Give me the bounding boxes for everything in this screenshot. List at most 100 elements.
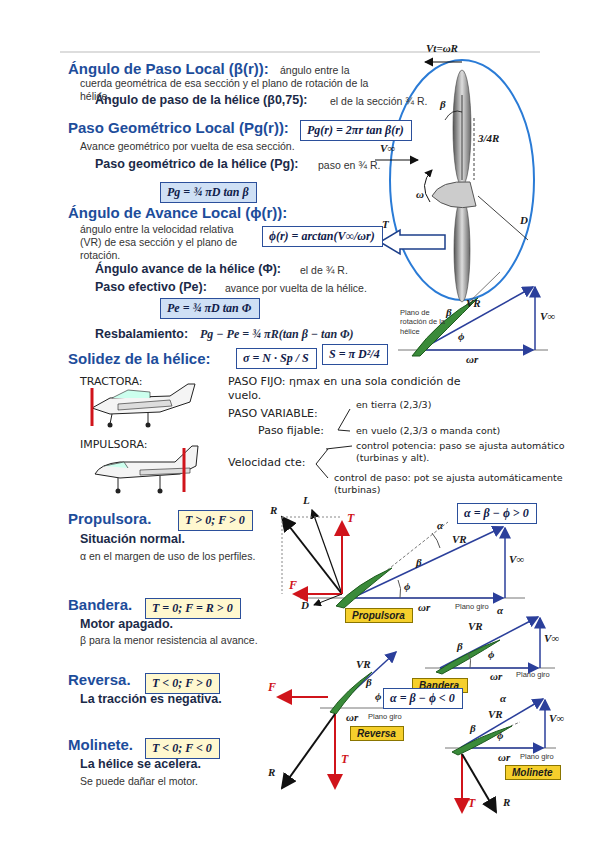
section-heading: Paso Geométrico Local (Pg(r)): (68, 119, 289, 138)
formula-box: Pg(r) = 2πr tan β(r) (300, 120, 412, 141)
formula-text: α = β − ϕ > 0 (464, 506, 529, 520)
figure-label: ωr (490, 670, 502, 684)
body-text: Situación normal. (80, 532, 185, 548)
formula-box: S = π D²/4 (322, 344, 388, 365)
body-text: β para la menor resistencia al avance. (80, 634, 258, 647)
figure-label: R (503, 796, 510, 810)
section-heading: Molinete. (68, 736, 133, 755)
body-text: avance por vuelta de la hélice. (225, 282, 367, 295)
handwritten-note: TRACTORA: (80, 375, 143, 389)
figure-label: ωr (498, 751, 510, 765)
bracket (316, 409, 352, 478)
section-heading: Bandera. (68, 596, 132, 615)
figure-label: β (457, 640, 463, 654)
figure-label: T (347, 511, 354, 526)
formula-box: T = 0; F = R > 0 (145, 598, 241, 619)
formula-box: α = β − ϕ > 0 (457, 503, 537, 524)
figure-label: β (416, 556, 422, 570)
section-heading: Propulsora. (68, 510, 151, 529)
figure-label: Plano giro (520, 752, 554, 761)
figure-label: F (289, 578, 297, 593)
handwritten-note: control de paso: pot se ajusta automátic… (334, 472, 569, 496)
figure-label: β (470, 722, 476, 736)
handwritten-note: Velocidad cte: (228, 456, 305, 470)
figure-label: D (301, 599, 309, 613)
body-text: Resbalamiento: (95, 327, 188, 343)
formula-box: T > 0; F > 0 (178, 510, 253, 531)
mode-tag: Reversa (350, 726, 404, 741)
handwritten-note: en vuelo (2,3/3 o manda cont) (356, 425, 500, 437)
figure-label: V∞ (540, 310, 555, 324)
body-text: Pg − Pe = ¾ πR(tan β − tan Φ) (200, 327, 354, 342)
figure-label: L (303, 494, 310, 508)
body-text: Paso geométrico de la hélice (Pg): (95, 157, 299, 173)
formula-text: σ = N · Sp / S (243, 351, 309, 365)
formula-text: α = β − ϕ < 0 (390, 691, 455, 705)
reversa-figure (278, 652, 405, 788)
figure-label: α (437, 519, 443, 533)
formula-text: Propulsora (352, 610, 405, 621)
figure-label: F (268, 680, 276, 695)
formula-box: Pe = ¾ πD tan Φ (160, 298, 260, 319)
body-text: el de la sección ¾ R. (330, 95, 427, 108)
figure-label: T (468, 796, 475, 811)
figure-label: α (500, 692, 506, 706)
figure-label: Plano giro (516, 670, 550, 679)
formula-box: σ = N · Sp / S (236, 348, 317, 369)
velocity-triangle (398, 272, 548, 356)
body-text: Ángulo de paso de la hélice (β0,75): (95, 93, 308, 109)
body-text: Ángulo avance de la hélice (Φ): (95, 262, 281, 278)
figure-label: ϕ (458, 330, 464, 344)
section-heading: Ángulo de Avance Local (ϕ(r)): (68, 204, 287, 223)
formula-box: Pg = ¾ πD tan β (160, 182, 257, 203)
figure-label: Plano giro (455, 602, 489, 611)
formula-box: ϕ(r) = arctan(V∞/ωr) (262, 226, 383, 247)
figure-label: α (497, 604, 503, 618)
figure-label: VR (452, 533, 467, 547)
formula-text: T < 0; F > 0 (152, 676, 212, 690)
figure-label: V∞ (509, 553, 524, 567)
formula-box: T < 0; F > 0 (145, 673, 220, 694)
body-text: Paso efectivo (Pe): (95, 280, 207, 296)
pusher-airplane (95, 446, 198, 494)
formula-text: ϕ(r) = arctan(V∞/ωr) (269, 229, 375, 243)
molinete-figure (445, 699, 556, 812)
figure-label: ωr (346, 711, 358, 725)
propulsora-figure (282, 510, 525, 608)
body-text: Avance geométrico por vuelta de esa secc… (80, 140, 295, 153)
formula-text: Pg(r) = 2πr tan β(r) (307, 123, 404, 137)
body-text: α en el margen de uso de los perfiles. (80, 550, 255, 563)
figure-label: ϕ (488, 648, 494, 662)
figure-label: T (341, 752, 348, 767)
handwritten-note: IMPULSORA: (80, 438, 147, 452)
tractor-airplane (92, 384, 195, 428)
figure-label: V∞ (380, 142, 395, 156)
body-text: Motor apagado. (80, 617, 173, 633)
figure-label: Plano giro (368, 712, 402, 721)
handwritten-note: PASO FIJO: ηmax en una sola condición de… (228, 375, 478, 403)
figure-label: ωr (418, 601, 430, 615)
section-heading: Solidez de la hélice: (68, 350, 211, 369)
figure-label: V∞ (549, 712, 564, 726)
formula-text: T > 0; F > 0 (185, 513, 245, 527)
formula-text: Pg = ¾ πD tan β (167, 185, 249, 199)
body-text: La hélice se acelera. (80, 757, 201, 773)
figure-label: ωr (466, 353, 478, 367)
formula-text: Pe = ¾ πD tan Φ (167, 301, 251, 315)
figure-label: V∞ (544, 632, 559, 646)
figure-label: VR (466, 297, 481, 311)
body-text: La tracción es negativa. (80, 692, 222, 708)
body-text: paso en ¾ R. (318, 159, 380, 172)
figure-label: VR (356, 658, 371, 672)
mode-tag: Propulsora (345, 608, 413, 623)
figure-label: D (520, 214, 528, 228)
figure-label: R (270, 504, 277, 518)
body-text: Se puede dañar el motor. (80, 775, 198, 788)
figure-label: ω (416, 188, 424, 202)
handwritten-note: en tierra (2,3/3) (356, 399, 431, 411)
rule (60, 52, 540, 53)
formula-box: α = β − ϕ < 0 (383, 688, 463, 709)
section-heading: Ángulo de Paso Local (β(r)): (68, 60, 269, 79)
figure-label: Vt=ωR (426, 42, 458, 56)
figure-label: β (446, 306, 452, 320)
